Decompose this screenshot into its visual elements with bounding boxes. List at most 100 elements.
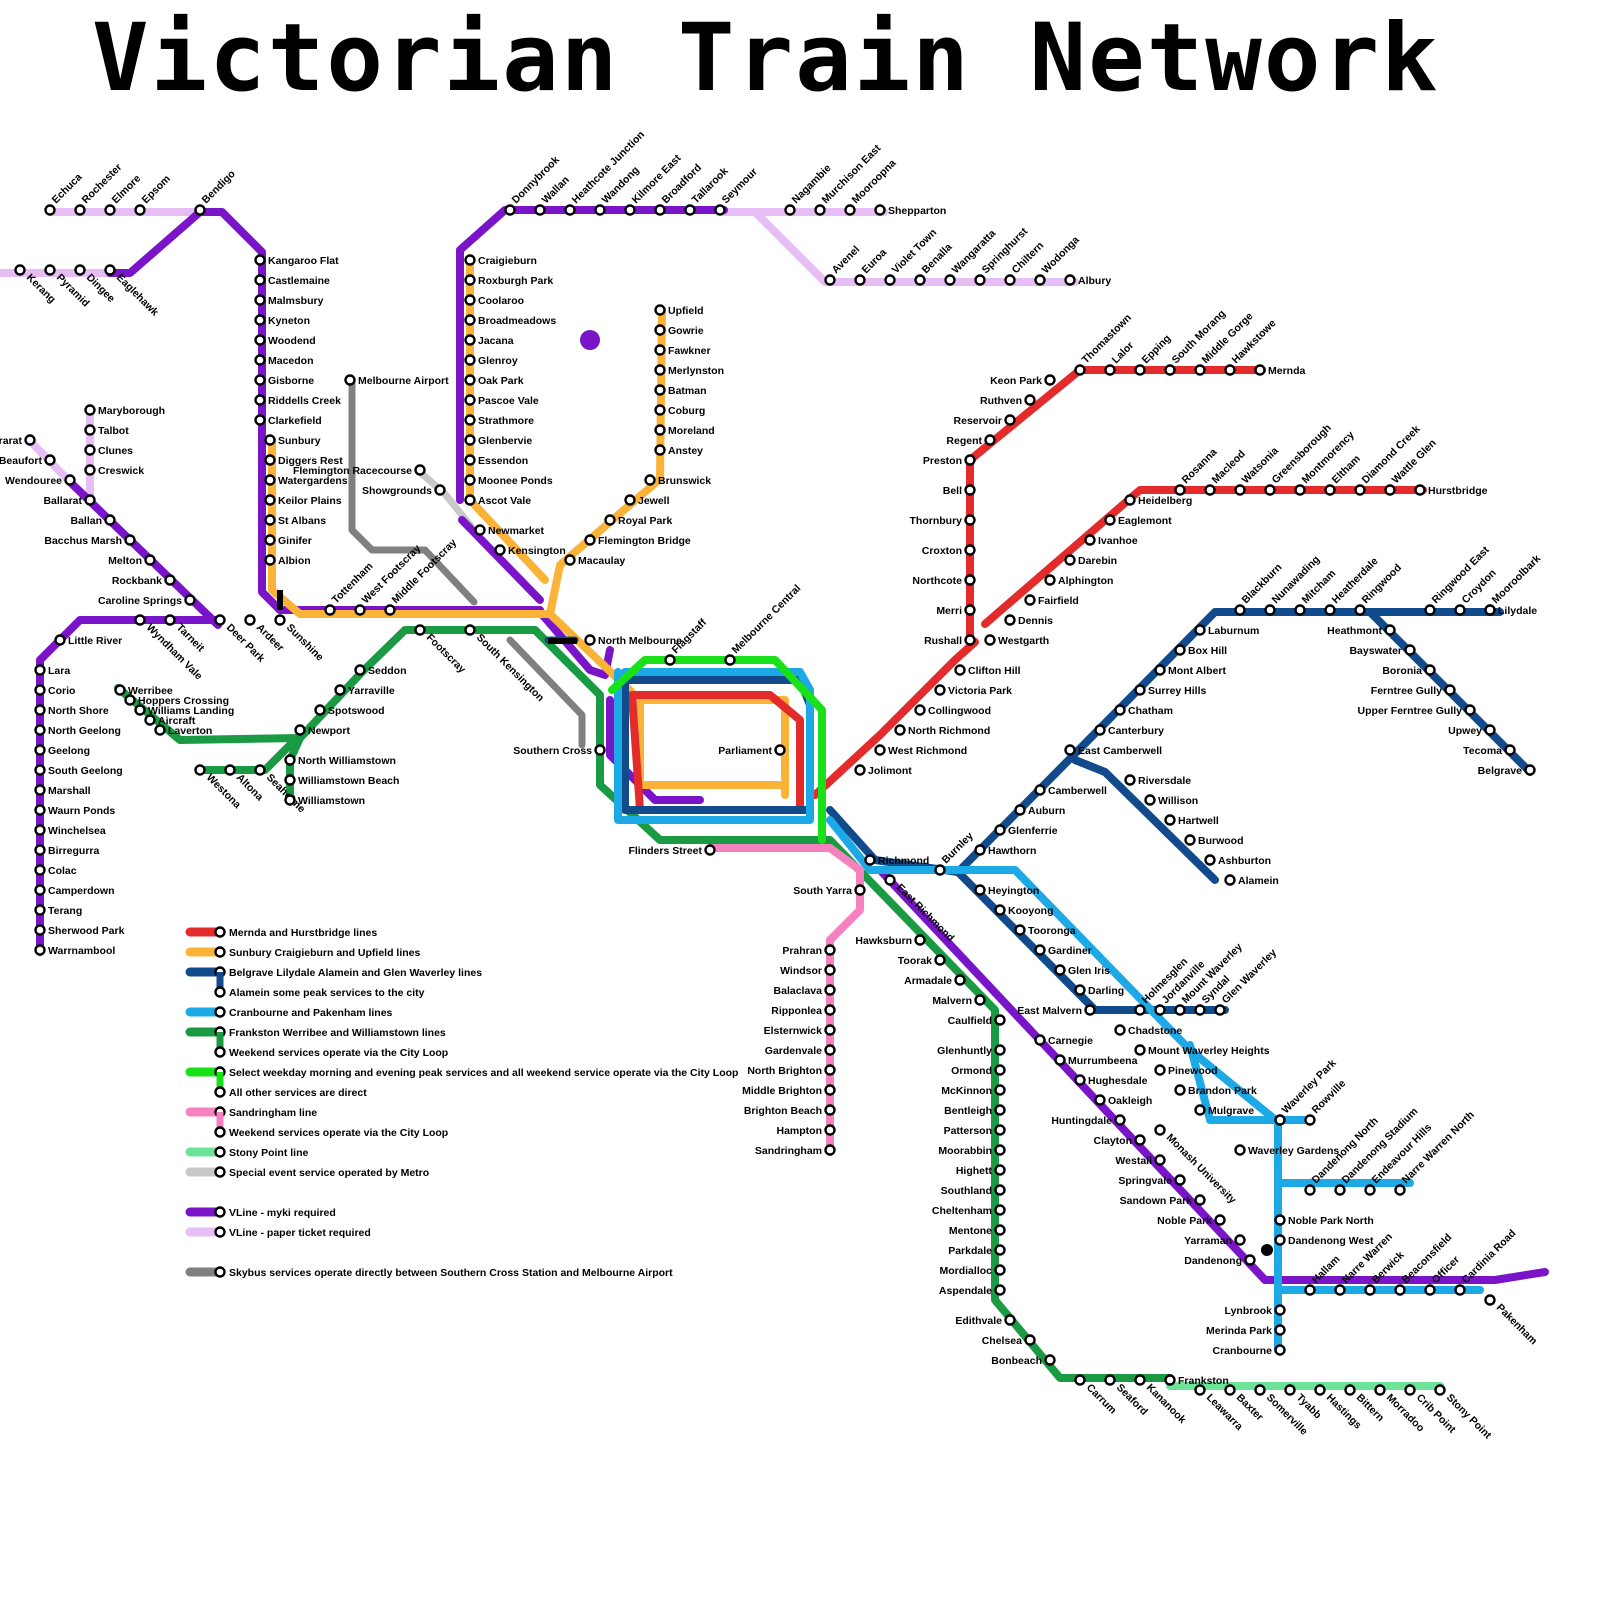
station-marker[interactable] [266,536,275,545]
station-marker[interactable] [356,666,365,675]
station-marker[interactable] [216,616,225,625]
station-marker[interactable] [936,866,945,875]
station-marker[interactable] [666,656,675,665]
station-marker[interactable] [1276,1236,1285,1245]
station-marker[interactable] [596,206,605,215]
station-marker[interactable] [1156,1066,1165,1075]
station-marker[interactable] [436,486,445,495]
station-marker[interactable] [296,726,305,735]
station-marker[interactable] [656,426,665,435]
station-marker[interactable] [1156,1156,1165,1165]
station-marker[interactable] [1136,686,1145,695]
station-marker[interactable] [466,276,475,285]
station-bacchus-marsh[interactable]: Bacchus Marsh [44,535,134,547]
station-belgrave[interactable]: Belgrave [1478,765,1535,777]
station-nagambie[interactable]: Nagambie [786,162,834,214]
station-marker[interactable] [1406,1386,1415,1395]
station-marker[interactable] [136,616,145,625]
station-marker[interactable] [1066,556,1075,565]
station-marker[interactable] [626,496,635,505]
station-marker[interactable] [1246,1256,1255,1265]
station-marker[interactable] [1356,486,1365,495]
station-marker[interactable] [1486,1296,1495,1305]
station-marker[interactable] [996,906,1005,915]
station-marker[interactable] [856,886,865,895]
station-marker[interactable] [346,376,355,385]
station-marker[interactable] [1256,1386,1265,1395]
station-marker[interactable] [196,766,205,775]
station-marker[interactable] [1466,706,1475,715]
station-alamein[interactable]: Alamein [1226,875,1279,887]
station-gardenvale[interactable]: Gardenvale [765,1045,835,1057]
station-auburn[interactable]: Auburn [1016,805,1066,817]
station-marker[interactable] [1376,1386,1385,1395]
station-marker[interactable] [536,206,545,215]
station-alphington[interactable]: Alphington [1046,575,1114,587]
station-marker[interactable] [966,456,975,465]
station-bendigo[interactable]: Bendigo [196,168,238,215]
station-marker[interactable] [116,686,125,695]
station-marker[interactable] [36,666,45,675]
station-marker[interactable] [1176,646,1185,655]
station-williamstown[interactable]: Williamstown [286,795,366,807]
station-marker[interactable] [466,316,475,325]
station-marker[interactable] [136,706,145,715]
station-brandon-park[interactable]: Brandon Park [1176,1085,1258,1097]
station-marker[interactable] [996,1166,1005,1175]
station-marker[interactable] [1486,606,1495,615]
station-marker[interactable] [1446,686,1455,695]
station-marker[interactable] [1366,1286,1375,1295]
station-marker[interactable] [86,406,95,415]
station-wodonga[interactable]: Wodonga [1036,234,1082,285]
station-marker[interactable] [126,536,135,545]
station-marker[interactable] [1106,1376,1115,1385]
station-waurn-ponds[interactable]: Waurn Ponds [36,805,116,817]
station-marker[interactable] [16,266,25,275]
station-marker[interactable] [266,476,275,485]
station-marker[interactable] [256,396,265,405]
station-marker[interactable] [466,356,475,365]
station-castlemaine[interactable]: Castlemaine [256,275,331,287]
station-marker[interactable] [566,556,575,565]
station-marker[interactable] [1076,366,1085,375]
station-marker[interactable] [886,876,895,885]
station-marker[interactable] [1276,1306,1285,1315]
station-marker[interactable] [1426,1286,1435,1295]
station-chatham[interactable]: Chatham [1116,705,1173,717]
station-marker[interactable] [786,206,795,215]
station-marker[interactable] [1276,1346,1285,1355]
station-marker[interactable] [606,516,615,525]
station-marker[interactable] [326,606,335,615]
station-north-brighton[interactable]: North Brighton [747,1065,834,1077]
station-keilor-plains[interactable]: Keilor Plains [266,495,342,507]
station-marker[interactable] [1136,1046,1145,1055]
station-marker[interactable] [1276,1116,1285,1125]
station-marker[interactable] [1136,366,1145,375]
station-marker[interactable] [1026,396,1035,405]
station-marker[interactable] [1116,1116,1125,1125]
station-marker[interactable] [1036,786,1045,795]
station-marker[interactable] [996,1266,1005,1275]
station-marker[interactable] [416,466,425,475]
station-thornbury[interactable]: Thornbury [910,515,975,527]
station-marker[interactable] [1326,486,1335,495]
station-marker[interactable] [966,576,975,585]
station-marker[interactable] [256,766,265,775]
station-dandenong-west[interactable]: Dandenong West [1276,1235,1375,1247]
station-marker[interactable] [1306,1186,1315,1195]
station-maryborough[interactable]: Maryborough [86,405,166,417]
station-lara[interactable]: Lara [36,665,71,677]
station-marker[interactable] [36,706,45,715]
station-ballarat[interactable]: Ballarat [43,495,94,507]
station-marker[interactable] [256,276,265,285]
station-marker[interactable] [226,766,235,775]
station-boronia[interactable]: Boronia [1382,665,1434,677]
station-marker[interactable] [256,416,265,425]
station-essendon[interactable]: Essendon [466,455,529,467]
station-marker[interactable] [976,996,985,1005]
station-north-richmond[interactable]: North Richmond [896,725,991,737]
station-blackburn[interactable]: Blackburn [1236,561,1285,614]
station-morradoo[interactable]: Morradoo [1376,1386,1427,1435]
station-cardinia-road[interactable]: Cardinia Road [1456,1227,1519,1294]
station-marker[interactable] [466,626,475,635]
